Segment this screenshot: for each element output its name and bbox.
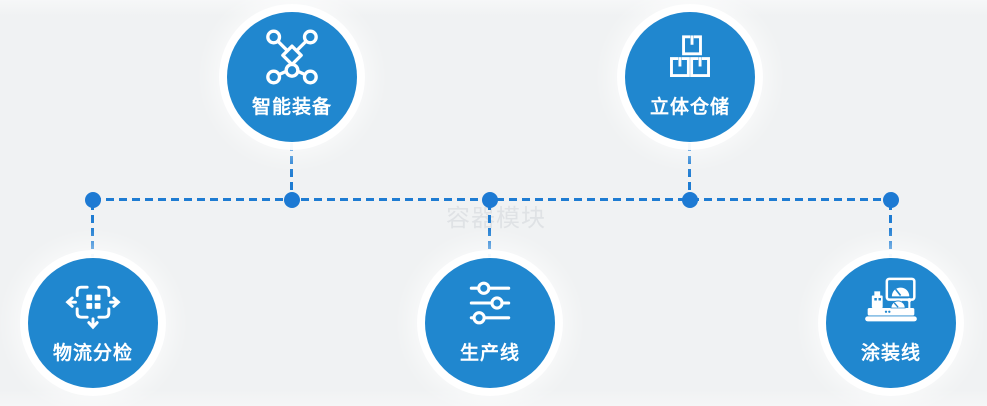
node-painting-line[interactable]: 涂装线 xyxy=(826,258,956,388)
node-stereo-warehouse[interactable]: 立体仓储 xyxy=(625,12,755,142)
stacked-boxes-icon xyxy=(660,27,720,87)
node-production-line[interactable]: 生产线 xyxy=(425,258,555,388)
vertical-connector-production-line xyxy=(488,202,491,257)
sorting-arrows-icon xyxy=(63,273,123,333)
node-smart-equipment[interactable]: 智能装备 xyxy=(227,12,357,142)
sliders-icon xyxy=(460,273,520,333)
watermark: 容器模块 xyxy=(446,205,546,232)
node-logistics-sorting[interactable]: 物流分检 xyxy=(28,258,158,388)
node-label: 物流分检 xyxy=(52,343,133,364)
vertical-connector-stereo-warehouse xyxy=(688,143,691,198)
vertical-connector-smart-equipment xyxy=(290,143,293,198)
vertical-connector-logistics-sorting xyxy=(91,202,94,257)
node-label: 立体仓储 xyxy=(649,97,730,118)
junction-dot xyxy=(85,192,101,208)
node-label: 涂装线 xyxy=(860,343,921,364)
control-console-icon xyxy=(861,273,921,333)
junction-dot xyxy=(482,192,498,208)
junction-dot xyxy=(682,192,698,208)
junction-dot xyxy=(284,192,300,208)
vertical-connector-painting-line xyxy=(889,202,892,257)
node-label: 生产线 xyxy=(459,343,520,364)
node-label: 智能装备 xyxy=(251,97,332,118)
junction-dot xyxy=(883,192,899,208)
network-nodes-icon xyxy=(262,27,322,87)
